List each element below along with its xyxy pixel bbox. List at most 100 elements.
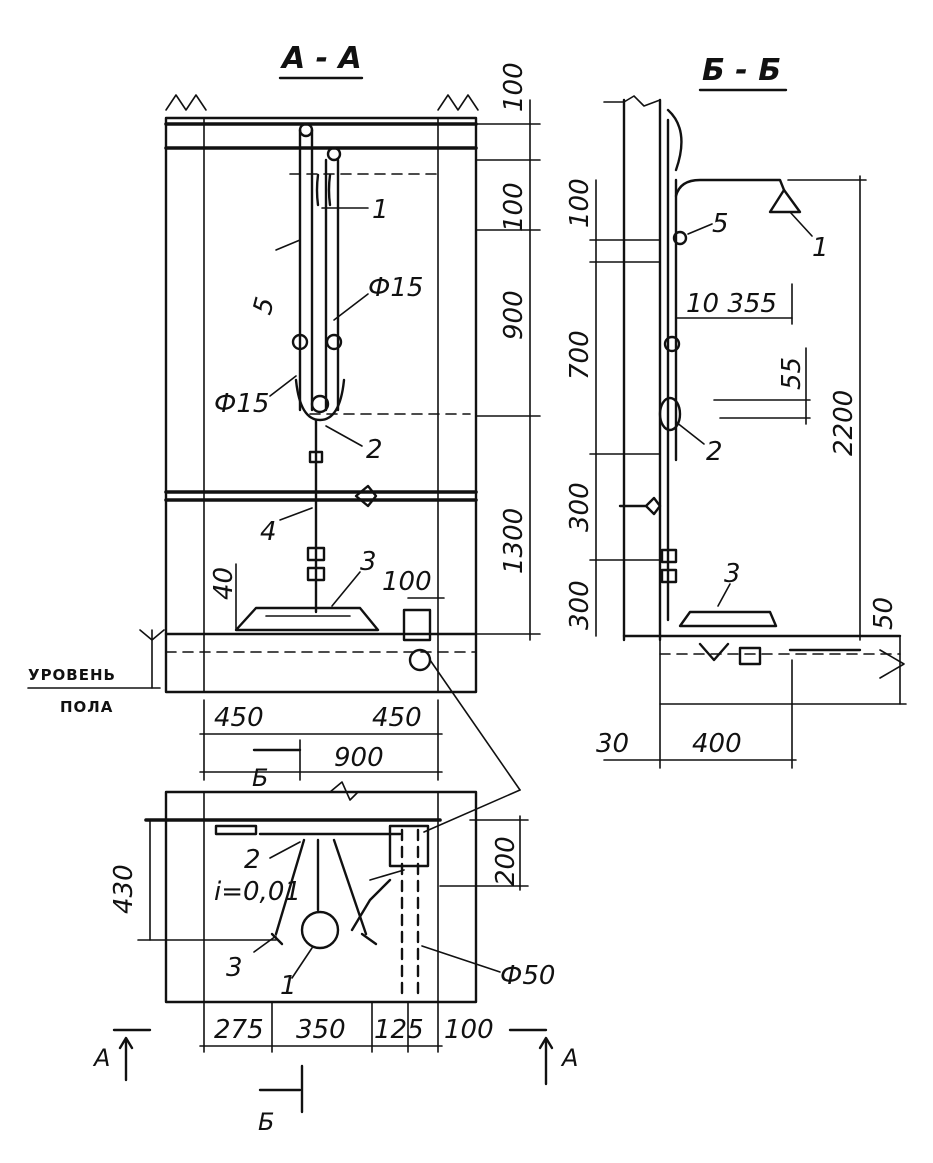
bb-valve-5 [672, 230, 688, 246]
aa-leader-3 [331, 571, 361, 607]
bb-valve [663, 335, 681, 353]
aa-callout-2: 2 [366, 435, 383, 465]
plan-drain-connector [369, 869, 405, 881]
aa-leader-f15a [333, 293, 369, 321]
cut-b-top-label: Б [252, 764, 268, 792]
aa-leader-f15b [269, 375, 297, 397]
bb-dim-30: 30 [596, 729, 629, 759]
cut-b-bottom-label: Б [258, 1108, 274, 1136]
bb-valve-mid [618, 496, 662, 516]
plan-dim-100: 100 [444, 1015, 494, 1045]
aa-drain-leader-2 [423, 789, 521, 833]
aa-fitting-2 [306, 546, 326, 562]
aa-wall-outline [164, 116, 478, 694]
bb-top-loop [666, 108, 683, 172]
bb-dim-300-lower: 300 [565, 580, 595, 630]
section-aa: А - А [27, 41, 541, 833]
aa-callout-3: 3 [360, 547, 377, 577]
plan-callout-slope: i=0,01 [214, 877, 301, 907]
bb-dim-300-upper: 300 [565, 482, 595, 532]
plan-dim-350: 350 [296, 1015, 346, 1045]
plan-dim-430: 430 [109, 864, 139, 914]
plan-callout-f50: Ф50 [500, 961, 555, 991]
aa-drain-leader [429, 659, 521, 791]
bb-risers [666, 118, 678, 622]
bb-leader-1 [789, 211, 813, 237]
plan-tray-feet [270, 932, 378, 946]
aa-dim-450-left: 450 [214, 703, 264, 733]
aa-loop [315, 173, 332, 207]
bb-dim-55: 55 [777, 357, 807, 390]
aa-dim-900: 900 [334, 743, 384, 773]
aa-leader-4 [279, 507, 313, 521]
aa-break-right [437, 94, 479, 111]
plan-leader-1 [291, 947, 313, 979]
aa-riser-2 [324, 158, 340, 412]
aa-callout-f15-left: Ф15 [214, 389, 269, 419]
aa-mixer-bottom [294, 378, 346, 422]
aa-leader-5 [275, 239, 301, 251]
plan-drain-pipe [400, 828, 420, 1002]
cut-a-left-marker [112, 1028, 152, 1082]
aa-riser-1 [298, 128, 314, 412]
plan-leader-3 [253, 935, 277, 953]
aa-fitting-1 [308, 450, 324, 464]
aa-valve-2 [325, 333, 343, 351]
bb-mixer [658, 396, 682, 432]
floor-level-arrow [139, 629, 165, 641]
bb-dim-700: 700 [565, 330, 595, 380]
plan-callout-1: 1 [280, 971, 297, 1001]
aa-tee-top-2 [326, 146, 342, 162]
section-bb: Б - Б 100 700 300 300 [565, 53, 907, 769]
aa-dim-900: 900 [499, 290, 529, 340]
aa-dim-100: 100 [499, 182, 529, 232]
aa-valve-mid [354, 484, 378, 508]
plan-callout-3: 3 [226, 953, 243, 983]
plan-shower-head [300, 910, 340, 950]
floor-level-label-2: ПОЛА [60, 698, 113, 716]
aa-mixer [310, 394, 330, 414]
aa-callout-1: 1 [372, 195, 389, 225]
aa-callout-f15-right: Ф15 [368, 273, 423, 303]
cut-a-right-marker [508, 1028, 554, 1086]
aa-tee-top [298, 122, 314, 138]
bb-callout-1: 1 [812, 233, 829, 263]
bb-leader-5 [687, 223, 713, 235]
bb-fitting [660, 548, 678, 564]
bb-callout-5: 5 [712, 209, 729, 239]
cut-b-bottom-marker [258, 1064, 304, 1114]
aa-callout-5: 5 [248, 294, 281, 318]
aa-dim-100-top: 100 [499, 62, 529, 112]
plan-slope [350, 878, 392, 932]
bb-fitting-2 [660, 568, 678, 584]
aa-fitting-3 [306, 566, 326, 582]
bb-dim-10-355: 10 355 [686, 289, 777, 319]
bb-shower-arm [674, 178, 786, 198]
aa-break-left [165, 94, 207, 111]
bb-leader-3 [717, 583, 731, 607]
aa-callout-4: 4 [260, 517, 277, 547]
aa-dim-100-inner: 100 [382, 567, 432, 597]
bb-dim-50: 50 [869, 597, 899, 630]
plan-drain-box [388, 824, 430, 868]
section-aa-title: А - А [280, 41, 362, 76]
plan-leader-f50 [421, 945, 501, 973]
section-bb-title: Б - Б [702, 53, 781, 88]
aa-shower-tray [234, 606, 380, 632]
plan-view: 430 200 2 i=0,01 3 1 Ф50 275 350 125 100… [92, 781, 578, 1136]
bb-callout-3: 3 [724, 559, 741, 589]
plan-break [329, 781, 359, 801]
bb-callout-2: 2 [706, 437, 723, 467]
plan-dim-275: 275 [214, 1015, 264, 1045]
bb-drain-trap [698, 642, 862, 666]
plan-callout-2: 2 [244, 845, 261, 875]
plan-tray-sides [274, 838, 368, 936]
aa-drain-riser [402, 608, 432, 642]
bb-dim-400: 400 [692, 729, 742, 759]
plan-dim-200: 200 [491, 836, 521, 886]
cut-a-right-label: А [560, 1044, 578, 1072]
aa-drain [408, 648, 432, 672]
plan-fitting [214, 824, 258, 836]
